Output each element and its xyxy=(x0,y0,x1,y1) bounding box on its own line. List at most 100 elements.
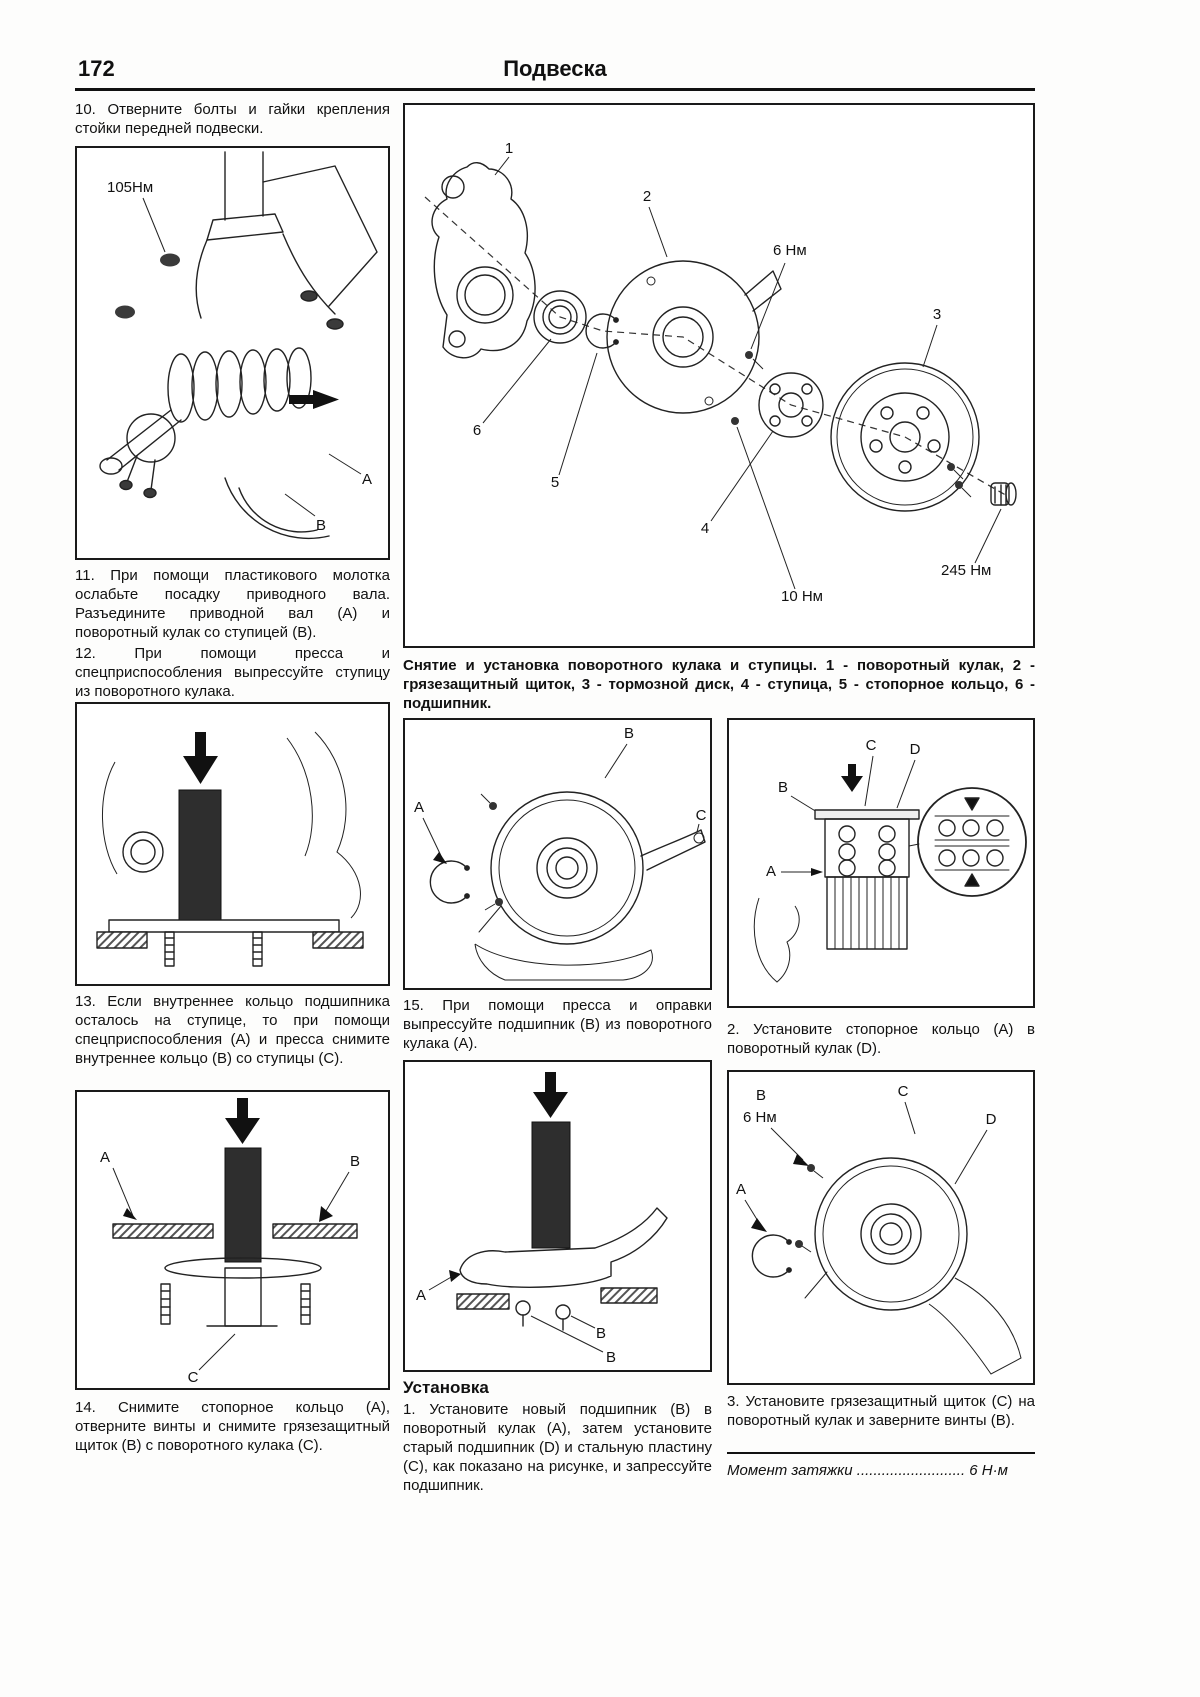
install-step-1-text: 1. Установите новый подшипник (В) в пово… xyxy=(403,1401,712,1494)
label-b-text: B xyxy=(316,517,326,534)
driveshaft-drawing xyxy=(99,409,182,475)
figure-front-strut: 105Нм xyxy=(75,146,390,560)
label-c-text: C xyxy=(898,1083,909,1100)
bearing-parts-drawing xyxy=(515,1300,571,1331)
figure-inner-ring-press: A B C xyxy=(75,1090,390,1390)
knuckle-outline-drawing xyxy=(928,1277,1022,1375)
label-a: A xyxy=(100,1149,137,1220)
label-d-text: D xyxy=(910,741,921,758)
steering-knuckle-drawing xyxy=(431,162,536,359)
label-a: A xyxy=(416,1270,461,1304)
step-11-text: 11. При помощи пластикового молотка осла… xyxy=(75,567,390,641)
install-heading: Установка xyxy=(403,1378,489,1397)
label-b: B xyxy=(604,725,634,779)
figure-hub-press-out xyxy=(75,702,390,986)
label-b-text: B xyxy=(350,1153,360,1170)
strut-drawing xyxy=(195,151,378,330)
screws-drawing xyxy=(480,793,503,911)
step-15-text: 15. При помощи пресса и оправки выпрессу… xyxy=(403,997,712,1052)
cv-boot-drawing xyxy=(167,347,312,423)
label-a-text: A xyxy=(362,471,372,488)
splash-shield-drawing xyxy=(606,260,782,414)
snap-ring-drawing xyxy=(585,313,619,349)
label-c: C xyxy=(696,807,707,833)
torque-label-105nm: 105Нм xyxy=(107,179,166,253)
hub-and-supports-drawing xyxy=(96,919,364,967)
label-b-text: B xyxy=(624,725,634,742)
label-c: C xyxy=(898,1083,916,1135)
screws-drawing xyxy=(795,1164,824,1253)
hub-flange-drawing xyxy=(119,413,176,499)
label-c-text: C xyxy=(188,1369,199,1386)
label-b-text: B xyxy=(756,1087,766,1104)
label-a-text: A xyxy=(100,1149,110,1166)
label-c-text: C xyxy=(866,737,877,754)
press-ram xyxy=(224,1147,262,1263)
figure-shield-install: B 6 Нм C D xyxy=(727,1070,1035,1385)
press-arrow-icon xyxy=(183,732,218,784)
knuckle-body-drawing xyxy=(459,1207,668,1288)
knuckle-body-outline xyxy=(474,943,653,981)
figure-bearing-press-out: A B B xyxy=(403,1060,712,1372)
label-a: A xyxy=(414,799,447,864)
step-14-text: 14. Снимите стопорное кольцо (А), отверн… xyxy=(75,1399,390,1454)
label-a-text: A xyxy=(416,1287,426,1304)
label-b: B xyxy=(756,1087,766,1104)
part-number-6-text: 6 xyxy=(473,422,481,439)
label-b: B xyxy=(570,1315,606,1342)
label-a: A xyxy=(328,453,372,488)
press-arrow-icon xyxy=(225,1098,260,1144)
part-number-3: 3 xyxy=(922,306,941,368)
label-a: A xyxy=(736,1181,767,1232)
torque-6nm-text: 6 Нм xyxy=(773,242,807,259)
label-a-text: A xyxy=(766,863,776,880)
label-a: A xyxy=(766,863,823,880)
splash-shield-drawing xyxy=(478,791,644,945)
screws-drawing xyxy=(947,463,972,498)
nut-drawing xyxy=(115,253,180,319)
label-c: C xyxy=(864,737,877,807)
press-tool-drawing xyxy=(826,876,908,950)
label-d: D xyxy=(896,741,921,809)
label-b-text: B xyxy=(778,779,788,796)
brake-disc-drawing xyxy=(830,362,980,512)
torque-label-6nm: 6 Нм xyxy=(743,1109,809,1166)
snap-ring-drawing xyxy=(751,1234,792,1278)
bearing-detail-circle xyxy=(908,787,1027,897)
step-10-text: 10. Отверните болты и гайки крепления ст… xyxy=(75,101,390,137)
install-step-3-text: 3. Установите грязезащитный щиток (С) на… xyxy=(727,1393,1035,1429)
label-b: B xyxy=(284,493,326,534)
part-number-6: 6 xyxy=(473,338,552,439)
torque-label-6nm: 6 Нм xyxy=(745,242,807,370)
figure-bearing-press-install: B C D A xyxy=(727,718,1035,1008)
press-ram xyxy=(531,1121,571,1249)
install-step-2-text: 2. Установите стопорное кольцо (А) в пов… xyxy=(727,1021,1035,1057)
figure-caption: Снятие и установка поворотного кулака и … xyxy=(403,657,1035,712)
label-c-text: C xyxy=(696,807,707,824)
part-number-4-text: 4 xyxy=(701,520,709,537)
torque-105nm-text: 105Нм xyxy=(107,179,153,196)
note-rule xyxy=(727,1452,1035,1454)
press-arrow-icon xyxy=(841,764,863,792)
part-number-3-text: 3 xyxy=(933,306,941,323)
part-number-5-text: 5 xyxy=(551,474,559,491)
knuckle-arm-drawing xyxy=(640,829,706,871)
label-b2: B xyxy=(530,1315,616,1366)
knuckle-outline-drawing xyxy=(753,897,800,983)
label-b-text: B xyxy=(606,1349,616,1366)
bearing-stack-drawing xyxy=(824,818,910,878)
part-number-4: 4 xyxy=(701,430,774,537)
figure-exploded-knuckle-hub: 1 6 5 xyxy=(403,103,1035,648)
snap-ring-drawing xyxy=(429,860,470,904)
step-12-text: 12. При помощи пресса и спецприспособлен… xyxy=(75,645,390,700)
hub-drawing xyxy=(758,372,824,438)
assembly-centerline xyxy=(424,196,1010,498)
label-b: B xyxy=(319,1153,360,1222)
label-d-text: D xyxy=(986,1111,997,1128)
bearing-drawing xyxy=(533,290,587,344)
label-a-text: A xyxy=(736,1181,746,1198)
torque-spec-note: Момент затяжки .........................… xyxy=(727,1452,1035,1480)
brake-shield-arc-drawing xyxy=(224,477,330,540)
support-blocks-drawing xyxy=(456,1287,658,1310)
